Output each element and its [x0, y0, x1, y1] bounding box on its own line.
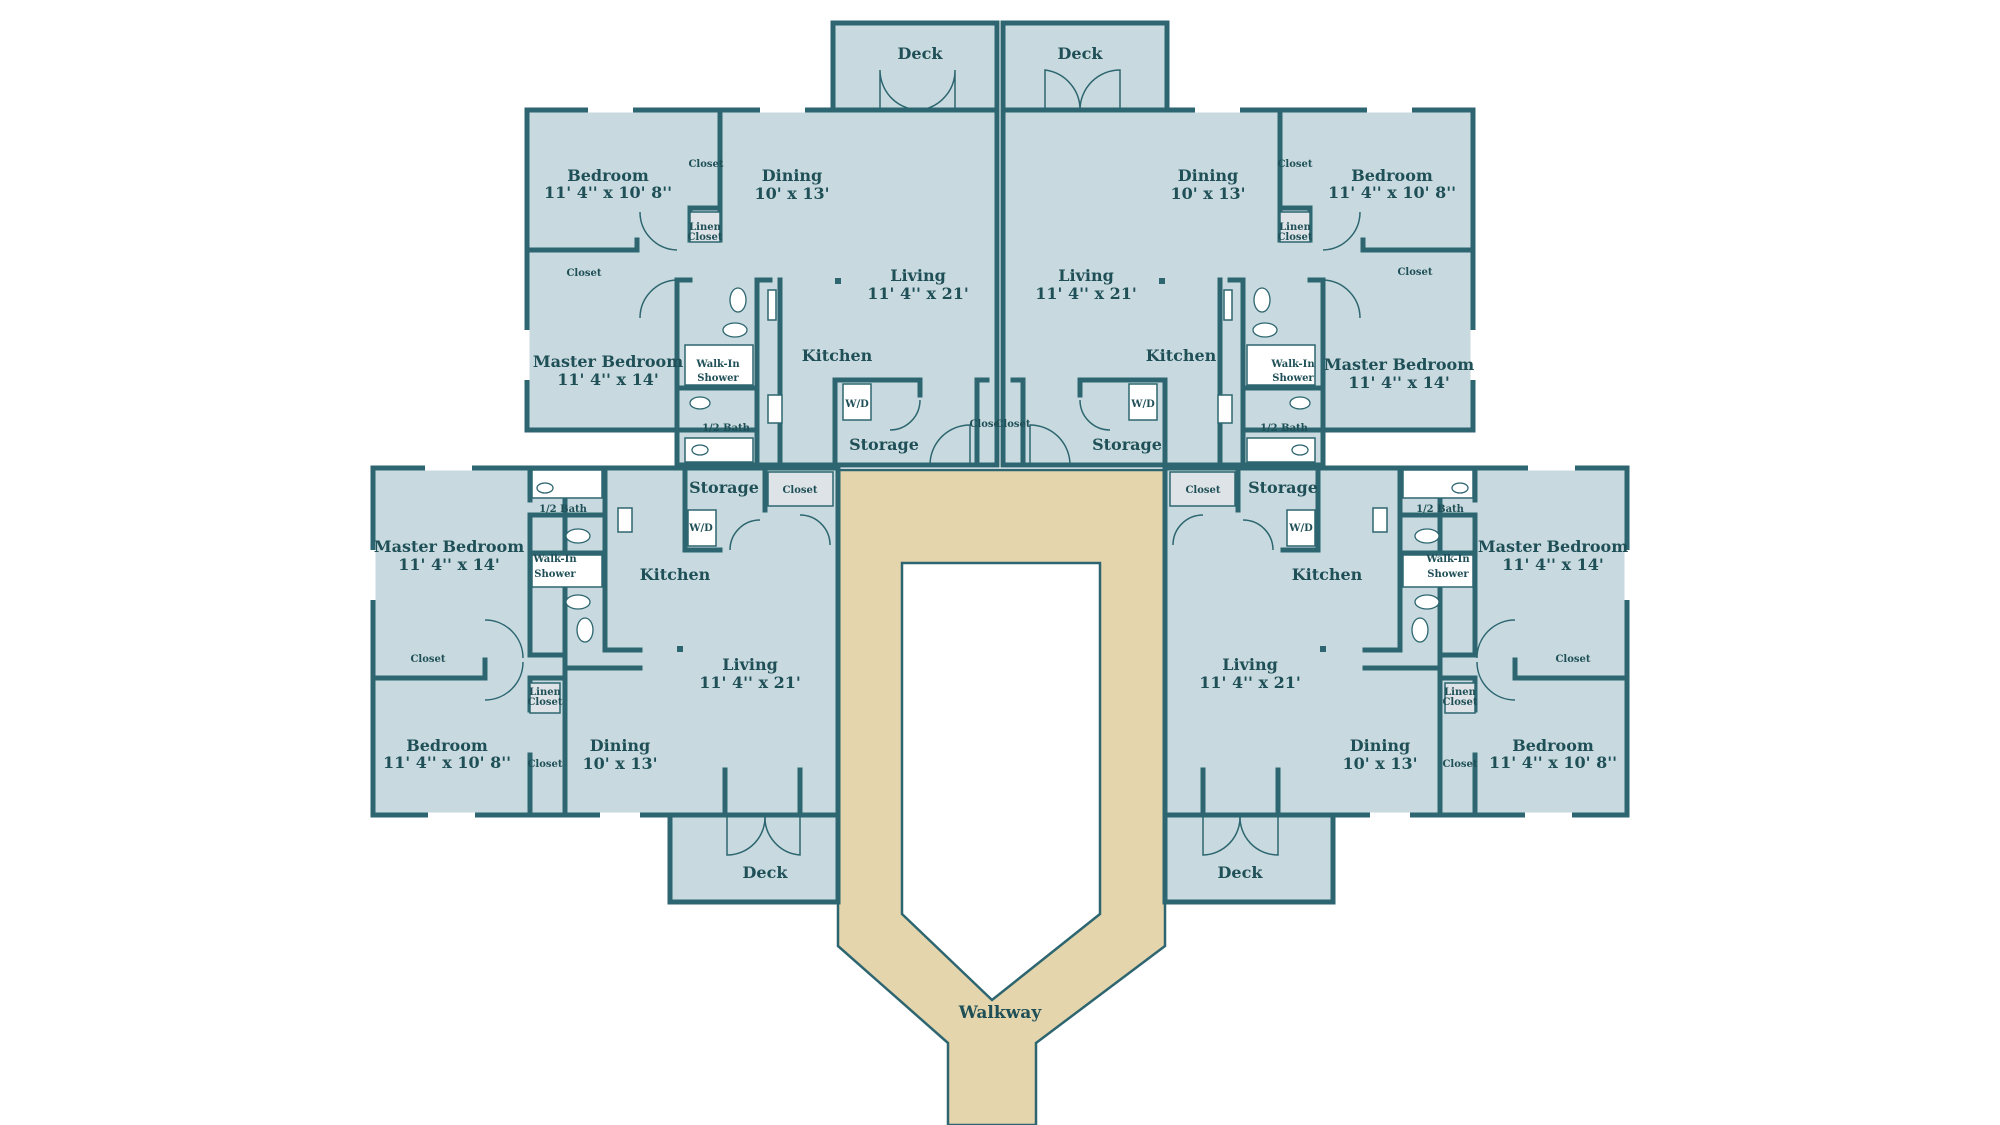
dining-dimensions: 10' x 13'	[1342, 754, 1417, 773]
living-label: Living	[722, 655, 778, 674]
linen-closet-label: Linen	[1279, 222, 1311, 233]
master-bedroom-label: Master Bedroom	[533, 352, 683, 371]
storage-label: Storage	[849, 435, 919, 454]
closet-label: Closet	[410, 654, 445, 665]
linen-closet-label: Closet	[1442, 697, 1477, 708]
walk-in-shower-label: Walk-In	[1425, 554, 1470, 565]
deck-label: Deck	[1218, 863, 1264, 882]
dining-label: Dining	[1350, 736, 1410, 755]
bedroom-label: Bedroom	[567, 166, 649, 185]
washer-dryer-label: W/D	[688, 523, 713, 534]
linen-closet-label: Closet	[1277, 232, 1312, 243]
living-dimensions: 11' 4'' x 21'	[1035, 284, 1137, 303]
unit-top-right: Deck Dining 10' x 13' Bedroom 11' 4'' x …	[995, 20, 1476, 468]
living-label: Living	[890, 266, 946, 285]
half-bath-label: 1/2 Bath	[702, 423, 751, 434]
kitchen-label: Kitchen	[1292, 565, 1363, 584]
living-dimensions: 11' 4'' x 21'	[867, 284, 969, 303]
walk-in-shower-label: Walk-In	[532, 554, 577, 565]
master-bedroom-label: Master Bedroom	[1324, 355, 1474, 374]
deck-label: Deck	[1058, 44, 1104, 63]
bedroom-dimensions: 11' 4'' x 10' 8''	[1328, 183, 1456, 202]
deck-label: Deck	[743, 863, 789, 882]
walkway: Walkway	[836, 468, 1167, 1125]
living-dimensions: 11' 4'' x 21'	[1199, 673, 1301, 692]
washer-dryer-label: W/D	[1288, 523, 1313, 534]
bedroom-dimensions: 11' 4'' x 10' 8''	[544, 183, 672, 202]
master-bedroom-dimensions: 11' 4'' x 14'	[1502, 555, 1604, 574]
deck-floor	[667, 812, 841, 905]
bedroom-label: Bedroom	[1351, 166, 1433, 185]
closet-label: Closet	[782, 485, 817, 496]
linen-closet-label: Linen	[689, 222, 721, 233]
unit-bottom-left: Deck Dining 10' x 13' Bedroom 11' 4'' x …	[370, 465, 841, 905]
half-bath-label: 1/2 Bath	[1260, 423, 1309, 434]
deck-floor	[1162, 812, 1336, 905]
washer-dryer-label: W/D	[1130, 399, 1155, 410]
living-label: Living	[1222, 655, 1278, 674]
bedroom-dimensions: 11' 4'' x 10' 8''	[1489, 753, 1617, 772]
bedroom-label: Bedroom	[1512, 736, 1594, 755]
closet-label: Closet	[527, 759, 562, 770]
linen-closet-label: Linen	[1444, 687, 1476, 698]
storage-label: Storage	[689, 478, 759, 497]
dining-dimensions: 10' x 13'	[754, 184, 829, 203]
master-bedroom-label: Master Bedroom	[374, 537, 524, 556]
closet-label: Closet	[1277, 159, 1312, 170]
dining-label: Dining	[1178, 166, 1238, 185]
deck-floor	[830, 20, 1000, 113]
living-label: Living	[1058, 266, 1114, 285]
living-dimensions: 11' 4'' x 21'	[699, 673, 801, 692]
closet-label: Closet	[1442, 759, 1477, 770]
linen-closet-label: Linen	[529, 687, 561, 698]
half-bath-label: 1/2 Bath	[1416, 504, 1465, 515]
unit-bottom-right: Deck Dining 10' x 13' Bedroom 11' 4'' x …	[1162, 465, 1630, 905]
closet-label: Closet	[995, 419, 1030, 430]
deck-floor	[1000, 20, 1170, 113]
walk-in-shower-label: Shower	[1427, 569, 1469, 580]
walkway-label: Walkway	[958, 1003, 1043, 1023]
kitchen-label: Kitchen	[640, 565, 711, 584]
linen-closet-label: Closet	[527, 697, 562, 708]
unit-top-left: Deck Dining 10' x 13' Bedroom 11' 4'' x …	[524, 20, 1005, 468]
closet-label: Closet	[1397, 267, 1432, 278]
walk-in-shower-label: Shower	[1272, 373, 1314, 384]
master-bedroom-dimensions: 11' 4'' x 14'	[398, 555, 500, 574]
closet-label: Closet	[1185, 485, 1220, 496]
walk-in-shower-label: Shower	[534, 569, 576, 580]
kitchen-label: Kitchen	[1146, 346, 1217, 365]
dining-dimensions: 10' x 13'	[582, 754, 657, 773]
closet-label: Closet	[688, 159, 723, 170]
dining-label: Dining	[762, 166, 822, 185]
kitchen-label: Kitchen	[802, 346, 873, 365]
dining-label: Dining	[590, 736, 650, 755]
master-bedroom-dimensions: 11' 4'' x 14'	[1348, 373, 1450, 392]
master-bedroom-dimensions: 11' 4'' x 14'	[557, 370, 659, 389]
half-bath-label: 1/2 Bath	[539, 504, 588, 515]
dining-dimensions: 10' x 13'	[1170, 184, 1245, 203]
closet-label: Closet	[1555, 654, 1590, 665]
bedroom-label: Bedroom	[406, 736, 488, 755]
storage-label: Storage	[1248, 478, 1318, 497]
walk-in-shower-label: Shower	[697, 373, 739, 384]
master-bedroom-label: Master Bedroom	[1478, 537, 1628, 556]
linen-closet-label: Closet	[687, 232, 722, 243]
bedroom-dimensions: 11' 4'' x 10' 8''	[383, 753, 511, 772]
deck-label: Deck	[898, 44, 944, 63]
walk-in-shower-label: Walk-In	[695, 359, 740, 370]
walk-in-shower-label: Walk-In	[1270, 359, 1315, 370]
washer-dryer-label: W/D	[844, 399, 869, 410]
closet-label: Closet	[566, 268, 601, 279]
storage-label: Storage	[1092, 435, 1162, 454]
closet-label: Closet	[969, 419, 1004, 430]
